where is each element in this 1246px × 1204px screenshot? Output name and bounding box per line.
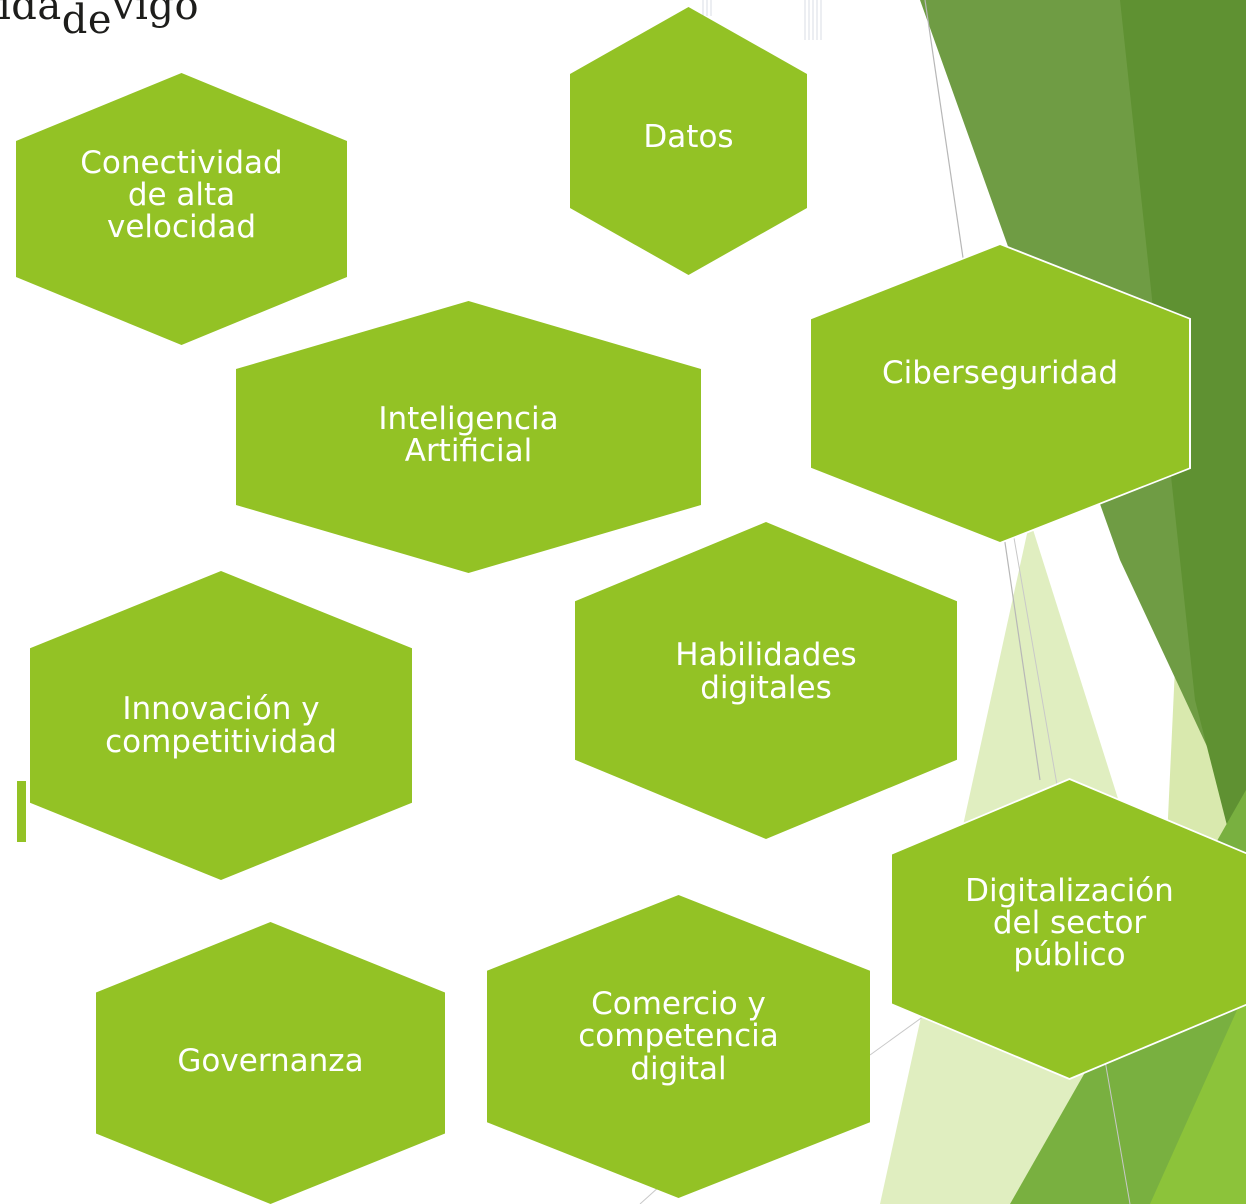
hex-label-conectividad: Conectividad de alta velocidad [80, 144, 283, 246]
hex-label-habilidades: Habilidades digitales [675, 637, 857, 706]
hex-label-datos: Datos [643, 118, 734, 155]
university-logo: idadevigo [0, 0, 200, 40]
hex-label-innovacion: Innovación y competitividad [105, 691, 337, 760]
bright-green-bottom [1150, 990, 1246, 1204]
hex-label-digitalizacion: Digitalización del sector público [965, 872, 1174, 974]
hex-label-ciberseguridad: Ciberseguridad [881, 355, 1118, 392]
accent-bar [17, 781, 26, 842]
hex-label-governanza: Governanza [177, 1042, 364, 1079]
hex-digitalizacion: Digitalización del sector público [890, 778, 1246, 1080]
hex-label-inteligencia: Inteligencia Artificial [378, 400, 559, 469]
logo-text-main: ida [0, 0, 62, 29]
logo-text-end: vigo [112, 0, 200, 29]
faint-stripes [702, 0, 822, 40]
hex-conectividad: Conectividad de alta velocidad [16, 73, 347, 345]
hex-datos: Datos [570, 7, 807, 275]
hex-label-comercio: Comercio y competencia digital [578, 986, 779, 1087]
logo-text-sub: de [61, 0, 113, 43]
